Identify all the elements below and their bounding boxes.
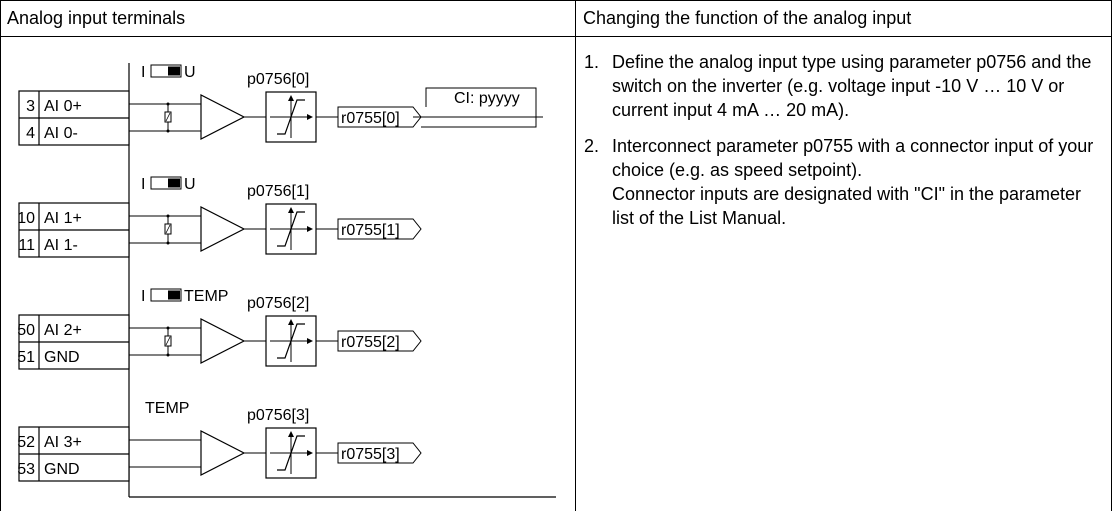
table-border-left	[0, 0, 1, 511]
instruction-steps: 1. Define the analog input type using pa…	[584, 50, 1104, 242]
mode-label: TEMP	[145, 400, 189, 417]
terminal-minus-label: GND	[44, 349, 80, 366]
terminal-plus-num: 50	[17, 322, 35, 339]
switch-right-label: U	[184, 176, 196, 193]
terminal-minus-label: AI 1-	[44, 237, 78, 254]
amplifier-symbol	[200, 318, 246, 364]
terminal-minus-num: 51	[17, 349, 35, 366]
output-label: r0755[0]	[341, 110, 400, 127]
terminal-minus-num: 53	[17, 461, 35, 478]
parameter-label: p0756[3]	[247, 407, 309, 424]
parameter-label: p0756[2]	[247, 295, 309, 312]
terminal-minus-label: GND	[44, 461, 80, 478]
step-body: Interconnect parameter p0755 with a conn…	[612, 134, 1104, 230]
instruction-step: 2. Interconnect parameter p0755 with a c…	[584, 134, 1104, 230]
step-note: Connector inputs are designated with "CI…	[612, 184, 1082, 228]
switch-left-label: I	[141, 176, 145, 193]
channel-3: 52 AI 3+ 53 GND TEMP p0756[3] r0755[3]	[17, 400, 422, 482]
switch-right-label: TEMP	[184, 288, 228, 305]
terminal-plus-num: 10	[17, 210, 35, 227]
step-number: 2.	[584, 136, 600, 156]
table-header-divider	[0, 36, 1112, 37]
step-text: Define the analog input type using param…	[612, 52, 1092, 120]
switch-right-label: U	[184, 64, 196, 81]
output-label: r0755[3]	[341, 446, 400, 463]
terminal-plus-num: 3	[26, 98, 35, 115]
right-column-header: Changing the function of the analog inpu…	[583, 7, 912, 28]
table-column-divider	[575, 0, 576, 511]
instruction-step: 1. Define the analog input type using pa…	[584, 50, 1104, 122]
parameter-label: p0756[0]	[247, 71, 309, 88]
switch-left-label: I	[141, 64, 145, 81]
terminal-plus-label: AI 0+	[44, 98, 82, 115]
terminal-plus-label: AI 2+	[44, 322, 82, 339]
channel-1: 10 AI 1+ 11 AI 1- I U p0756[1] r0755[1]	[17, 176, 422, 258]
output-connector	[337, 218, 422, 240]
parameter-label: p0756[1]	[247, 183, 309, 200]
step-number: 1.	[584, 52, 600, 72]
terminal-plus-label: AI 3+	[44, 434, 82, 451]
terminal-minus-num: 4	[26, 125, 35, 142]
channel-0: 3 AI 0+ 4 AI 0- I U p0756[0]	[18, 64, 543, 146]
analog-input-diagram: 3 AI 0+ 4 AI 0- I U p0756[0]	[17, 63, 556, 498]
amplifier-symbol	[200, 430, 246, 476]
connector-input-label: CI: pyyyy	[454, 90, 520, 107]
table-border-top	[0, 0, 1112, 1]
left-column-header: Analog input terminals	[7, 7, 186, 28]
switch-left-label: I	[141, 288, 145, 305]
channel-2: 50 AI 2+ 51 GND I TEMP p0756[2] r0755[2	[17, 288, 422, 370]
terminal-minus-num: 11	[18, 237, 35, 254]
amplifier-symbol	[200, 94, 246, 140]
terminal-minus-label: AI 0-	[44, 125, 78, 142]
output-connector	[337, 106, 422, 128]
output-connector	[337, 330, 422, 352]
output-label: r0755[1]	[341, 222, 400, 239]
terminal-plus-label: AI 1+	[44, 210, 82, 227]
step-text: Interconnect parameter p0755 with a conn…	[612, 136, 1094, 180]
output-label: r0755[2]	[341, 334, 400, 351]
output-connector	[337, 442, 422, 464]
amplifier-symbol	[200, 206, 246, 252]
terminal-plus-num: 52	[17, 434, 35, 451]
